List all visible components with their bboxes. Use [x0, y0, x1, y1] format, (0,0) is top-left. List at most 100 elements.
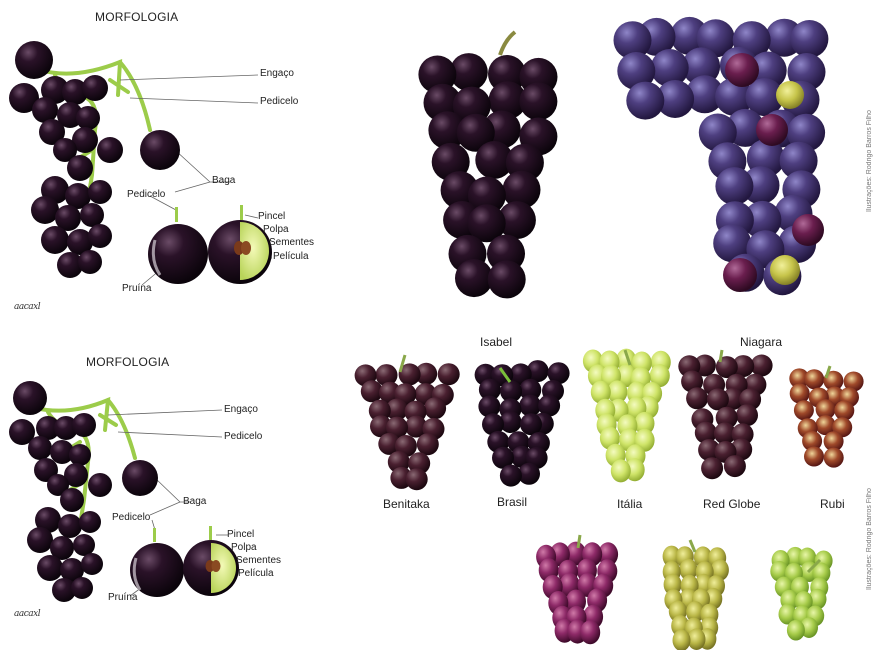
- grape-berry: [78, 250, 102, 274]
- grape-berry: [82, 75, 108, 101]
- grape-berry: [701, 457, 723, 479]
- label-polpa: Polpa: [263, 224, 289, 235]
- grape-berry: [72, 413, 96, 437]
- caption-red-globe: Red Globe: [703, 497, 760, 511]
- grape-berry: [424, 397, 446, 419]
- grape-berry: [27, 527, 53, 553]
- grape-berry: [790, 384, 810, 404]
- grape-berry: [60, 488, 84, 512]
- caption-niagara: Niagara: [740, 335, 782, 349]
- grape-berry: [69, 444, 91, 466]
- morphology-diagram-top: [9, 41, 272, 285]
- baga-berry-bottom: [122, 460, 158, 496]
- grape-berry: [520, 413, 542, 435]
- grape-berry: [500, 465, 522, 487]
- cluster-olive: [663, 540, 729, 650]
- large-dark-cluster: [418, 32, 557, 298]
- grape-berry: [787, 620, 805, 641]
- grape-berry: [73, 534, 95, 556]
- caption-rubi: Rubi: [820, 497, 845, 511]
- label-pedicelo: Pedicelo: [127, 189, 165, 200]
- grape-berry: [71, 577, 93, 599]
- grape-berry: [736, 404, 758, 426]
- label-pincel-bottom: Pincel: [227, 529, 254, 540]
- grape-berry: [28, 436, 52, 460]
- grape-cluster-bottom: [9, 381, 112, 602]
- grape-berry: [724, 455, 746, 477]
- label-pincel: Pincel: [258, 211, 285, 222]
- label-baga-bottom: Baga: [183, 496, 206, 507]
- grape-berry: [580, 620, 600, 644]
- whole-berry-bottom: [130, 528, 184, 597]
- label-pelicula: Película: [273, 251, 309, 262]
- grape-berry: [834, 401, 854, 421]
- grape-berry: [97, 137, 123, 163]
- grape-berry: [80, 203, 104, 227]
- cluster-wine: [536, 535, 618, 644]
- credit-bottom: Ilustrações: Rodrigo Barros Filho: [866, 440, 873, 590]
- grape-berry: [770, 255, 800, 285]
- label-baga: Baga: [212, 175, 235, 186]
- baga-berry: [140, 130, 180, 170]
- page-title-bottom: MORFOLOGIA: [86, 355, 169, 369]
- cluster-stem: [578, 535, 580, 548]
- grape-berry: [32, 97, 58, 123]
- grape-berry: [406, 468, 428, 490]
- grape-berry: [417, 433, 439, 455]
- grape-berry: [725, 53, 759, 87]
- label-pedicelo-stem-bottom: Pedicelo: [224, 431, 262, 442]
- label-engaco-bottom: Engaço: [224, 404, 258, 415]
- morphology-diagram-bottom: [9, 381, 239, 602]
- grape-berry: [67, 155, 93, 181]
- grape-berry: [31, 196, 59, 224]
- grape-berry: [626, 82, 664, 120]
- grape-berry: [455, 259, 493, 297]
- grape-berry: [794, 400, 814, 420]
- grape-cluster-top: [9, 41, 123, 278]
- artist-signature-top: aacaxl: [14, 302, 40, 312]
- grape-berry: [81, 553, 103, 575]
- grape-berry: [611, 459, 631, 482]
- grape-berry: [723, 258, 757, 292]
- cluster-stem: [720, 350, 722, 362]
- caption-brasil: Brasil: [497, 495, 527, 509]
- label-pruina: Pruína: [122, 283, 151, 294]
- grape-berry: [88, 473, 112, 497]
- grape-berry: [824, 448, 844, 468]
- grape-berry: [15, 41, 53, 79]
- page-title-top: MORFOLOGIA: [95, 10, 178, 24]
- grape-berry: [88, 180, 112, 204]
- cluster-benitaka: [355, 355, 460, 490]
- caption-isabel: Isabel: [480, 335, 512, 349]
- artist-signature-bottom: aacaxl: [14, 609, 40, 619]
- label-polpa-bottom: Polpa: [231, 542, 257, 553]
- label-pedicelo-bottom: Pedicelo: [112, 512, 150, 523]
- cluster-lime: [770, 547, 832, 641]
- grape-berry: [488, 260, 526, 298]
- grape-berry: [79, 511, 101, 533]
- grape-berry: [792, 214, 824, 246]
- caption-italia: Itália: [617, 497, 642, 511]
- label-sementes: Sementes: [269, 237, 314, 248]
- grape-berry: [13, 381, 47, 415]
- cluster-italia: [583, 349, 671, 483]
- cluster-rubi: [789, 366, 863, 468]
- caption-benitaka: Benitaka: [383, 497, 430, 511]
- grape-berry: [519, 82, 557, 120]
- label-sementes-bottom: Sementes: [236, 555, 281, 566]
- grape-berry: [88, 224, 112, 248]
- grape-berry: [776, 81, 804, 109]
- label-pelicula-bottom: Película: [238, 568, 274, 579]
- large-purple-cluster: [614, 17, 829, 295]
- grape-berry: [686, 387, 708, 409]
- grape-berry: [804, 447, 824, 467]
- grape-berry: [790, 20, 828, 58]
- whole-berry: [148, 207, 208, 284]
- label-pruina-bottom: Pruína: [108, 592, 137, 603]
- grape-berry: [715, 167, 753, 205]
- grape-berry: [438, 363, 460, 385]
- grape-berry: [756, 114, 788, 146]
- label-pedicelo-stem: Pedicelo: [260, 96, 298, 107]
- grape-berry: [41, 226, 69, 254]
